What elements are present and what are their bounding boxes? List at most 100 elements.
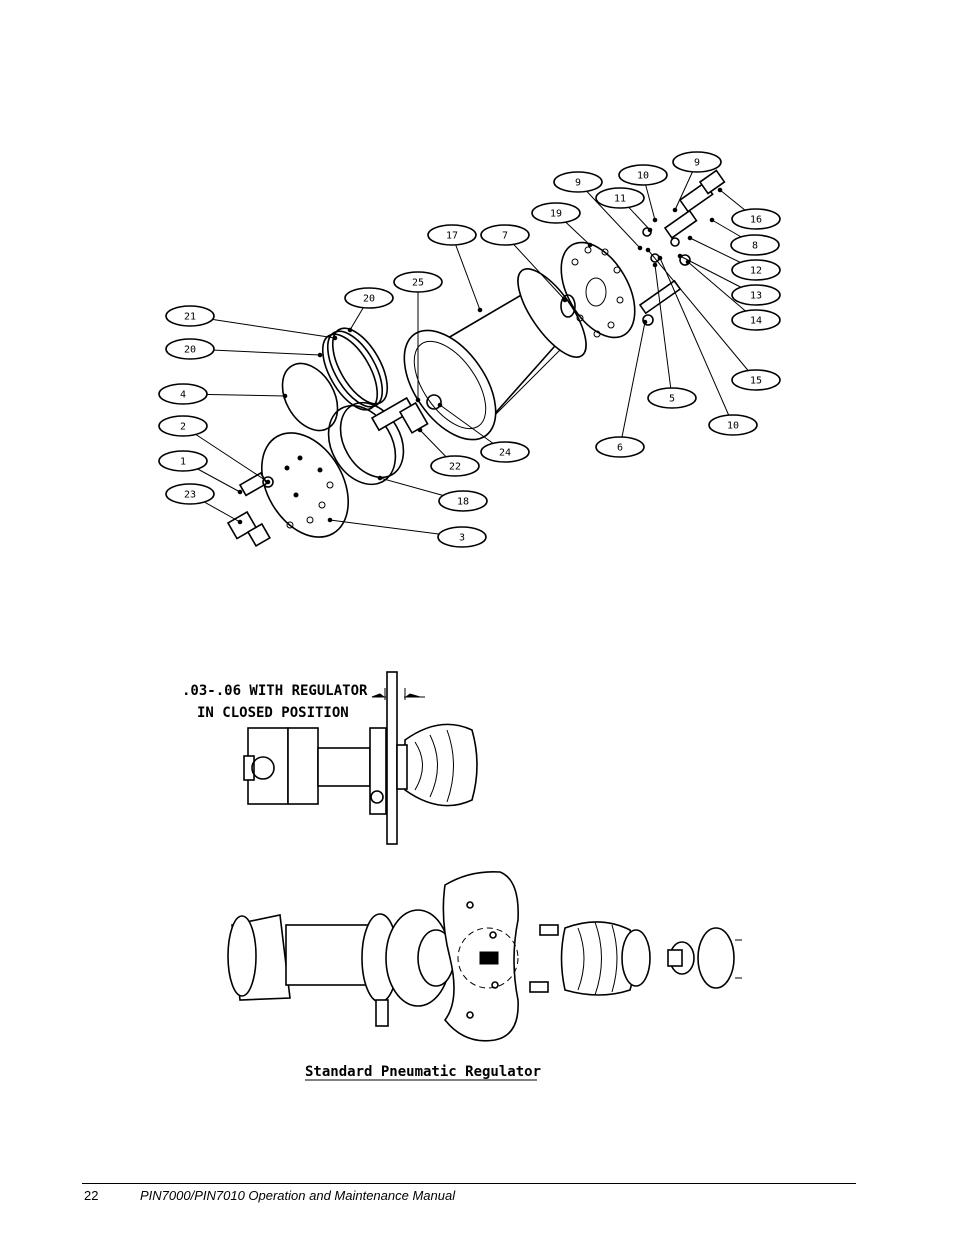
callout-arrow [645, 247, 651, 253]
callout-bubble [393, 271, 443, 293]
callout-14: 14 [685, 259, 781, 331]
callout-bubble [158, 415, 208, 437]
callout-bubble [344, 287, 394, 309]
callout-arrow [652, 262, 658, 268]
callout-24: 24 [437, 402, 530, 463]
end-cap [560, 241, 636, 339]
callout-number: 9 [575, 178, 581, 189]
callout-bubble [158, 383, 208, 405]
callout-arrow [332, 335, 338, 341]
callout-number: 9 [694, 158, 700, 169]
callout-arrow [587, 242, 593, 248]
callout-arrow [685, 259, 691, 265]
callout-number: 13 [750, 291, 762, 302]
callout-bubble [731, 369, 781, 391]
callout-number: 6 [617, 443, 623, 454]
callout-6: 6 [595, 319, 648, 458]
callout-leader [687, 261, 757, 321]
callout-3: 3 [327, 517, 487, 548]
callout-arrow [327, 517, 333, 523]
callout-number: 20 [363, 294, 375, 305]
callout-bubble [427, 224, 477, 246]
page-number: 22 [84, 1188, 99, 1203]
callout-arrow [642, 319, 648, 325]
callout-bubble [708, 414, 758, 436]
callout-number: 22 [449, 462, 461, 473]
callout-arrow [237, 519, 243, 525]
callout-arrow [265, 479, 271, 485]
callout-arrow [282, 393, 288, 399]
callout-bubble [480, 224, 530, 246]
callout-bubble [731, 284, 781, 306]
callout-number: 10 [637, 171, 649, 182]
callout-8: 8 [709, 217, 780, 256]
callout-bubble [731, 208, 781, 230]
small-fittings [226, 169, 726, 547]
callout-leader [451, 234, 481, 311]
closed-position-note-line1: .03-.06 WITH REGULATOR [182, 683, 368, 699]
callout-number: 10 [727, 421, 739, 432]
callout-arrow [562, 297, 568, 303]
callout-9: 9 [672, 151, 722, 213]
callout-bubble [731, 309, 781, 331]
callout-bubble [158, 450, 208, 472]
callout-leader [647, 249, 757, 381]
callout-arrow [687, 235, 693, 241]
callout-20: 20 [344, 287, 394, 333]
callout-arrow [347, 327, 353, 333]
callout-number: 14 [750, 316, 762, 327]
callout-number: 2 [180, 422, 186, 433]
callout-22: 22 [417, 427, 480, 477]
callout-number: 21 [184, 312, 196, 323]
callout-arrow [672, 207, 678, 213]
callout-10: 10 [657, 255, 758, 436]
callout-21: 21 [165, 305, 338, 341]
callout-1: 1 [158, 450, 243, 495]
callout-number: 19 [550, 209, 562, 220]
callout-number: 16 [750, 215, 762, 226]
callout-leader [654, 264, 673, 399]
callout-leader [619, 321, 646, 448]
piston-seals [321, 327, 389, 411]
callout-leader [504, 234, 566, 301]
callout-13: 13 [677, 253, 781, 306]
callout-2: 2 [158, 415, 271, 485]
callout-arrow [437, 402, 443, 408]
callout-bubble [480, 441, 530, 463]
callout-number: 25 [412, 278, 424, 289]
regulator-exploded-body [227, 870, 742, 1042]
callout-4: 4 [158, 383, 288, 405]
callout-number: 24 [499, 448, 511, 459]
callout-number: 8 [752, 241, 758, 252]
callout-leader [182, 425, 269, 483]
callout-arrow [709, 217, 715, 223]
callout-bubble [531, 202, 581, 224]
callout-number: 7 [502, 231, 508, 242]
callout-bubble [165, 483, 215, 505]
callout-bubble [730, 234, 780, 256]
callout-number: 12 [750, 266, 762, 277]
callout-arrow [677, 253, 683, 259]
callout-11: 11 [595, 187, 653, 233]
callout-19: 19 [531, 202, 593, 248]
regulator-side-body [243, 671, 478, 845]
large-o-ring [281, 362, 339, 432]
callout-arrow [657, 255, 663, 261]
callout-10: 10 [618, 164, 668, 223]
callout-arrow [637, 245, 643, 251]
callout-bubble [437, 526, 487, 548]
callout-bubble [595, 436, 645, 458]
o-ring [560, 294, 576, 318]
callout-leader [189, 315, 336, 339]
callout-arrow [652, 217, 658, 223]
callout-16: 16 [717, 187, 781, 230]
callout-bubble [618, 164, 668, 186]
callout-arrow [647, 227, 653, 233]
callout-25: 25 [393, 271, 443, 403]
callout-number: 4 [180, 390, 186, 401]
callout-number: 11 [614, 194, 626, 205]
callout-number: 20 [184, 345, 196, 356]
